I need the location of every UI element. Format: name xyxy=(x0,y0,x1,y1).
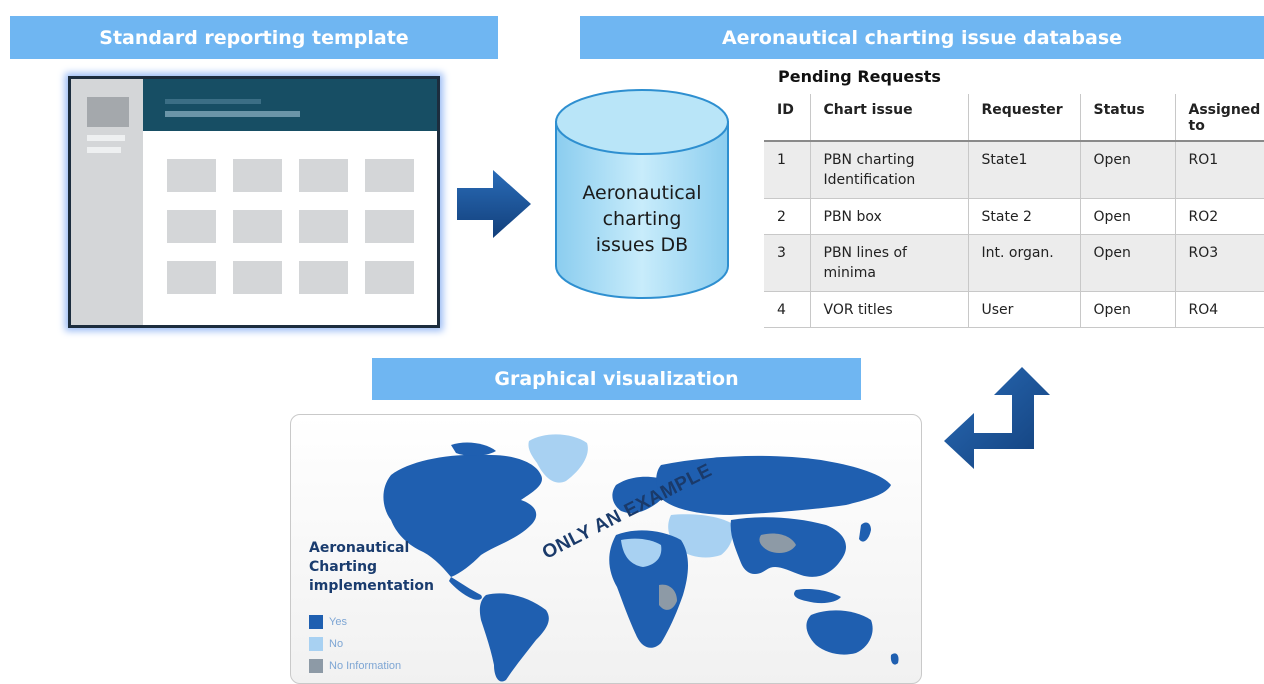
world-map-graphic xyxy=(383,434,899,682)
template-tile xyxy=(299,210,348,243)
cell-requester: State 2 xyxy=(968,198,1081,235)
banner-graphical-visualization: Graphical visualization xyxy=(372,358,861,400)
column-header-chart-issue: Chart issue xyxy=(810,94,969,142)
arrow-right-icon xyxy=(457,170,531,238)
cell-id: 3 xyxy=(764,234,811,292)
table-row: 3 PBN lines of minima Int. organ. Open R… xyxy=(764,234,1264,292)
cell-requester: User xyxy=(968,291,1081,328)
template-header-line xyxy=(165,99,261,104)
template-logo-placeholder xyxy=(87,97,129,127)
template-tile xyxy=(167,159,216,192)
cell-status: Open xyxy=(1080,141,1176,199)
template-tile xyxy=(365,210,414,243)
map-legend-title: Aeronautical Charting implementation xyxy=(309,540,434,594)
column-header-requester: Requester xyxy=(968,94,1081,142)
cell-assigned-to: RO2 xyxy=(1175,198,1264,235)
reporting-template-mockup xyxy=(68,76,440,328)
cell-id: 2 xyxy=(764,198,811,235)
template-tile xyxy=(365,159,414,192)
database-label-line: issues DB xyxy=(595,234,689,256)
column-header-assigned-to: Assigned to xyxy=(1175,94,1264,142)
cell-status: Open xyxy=(1080,198,1176,235)
template-tile xyxy=(167,261,216,294)
cell-chart-issue: PBN charting Identification xyxy=(810,141,969,199)
column-header-id: ID xyxy=(764,94,811,142)
pending-requests-table: ID Chart issue Requester Status Assigned… xyxy=(764,94,1264,328)
template-tile-grid xyxy=(167,159,414,294)
table-header-row: ID Chart issue Requester Status Assigned… xyxy=(764,94,1264,142)
cell-id: 1 xyxy=(764,141,811,199)
legend-swatch xyxy=(309,637,323,651)
template-sidebar xyxy=(71,79,143,325)
cell-assigned-to: RO3 xyxy=(1175,234,1264,292)
cell-id: 4 xyxy=(764,291,811,328)
database-cylinder-icon xyxy=(555,89,729,299)
legend-label: Yes xyxy=(329,616,347,628)
table-row: 4 VOR titles User Open RO4 xyxy=(764,291,1264,328)
template-header-line xyxy=(165,111,300,117)
template-header xyxy=(143,79,437,131)
banner-charting-issue-database: Aeronautical charting issue database xyxy=(580,16,1264,59)
world-map-panel: ONLY AN EXAMPLE Aeronautical Charting im… xyxy=(290,414,922,684)
database-label-line: Aeronautical xyxy=(582,182,702,204)
cell-requester: State1 xyxy=(968,141,1081,199)
cell-assigned-to: RO1 xyxy=(1175,141,1264,199)
template-sidebar-line xyxy=(87,135,125,141)
cell-chart-issue: PBN lines of minima xyxy=(810,234,969,292)
column-header-status: Status xyxy=(1080,94,1176,142)
database-label: Aeronautical charting issues DB xyxy=(562,180,722,258)
legend-swatch xyxy=(309,615,323,629)
legend-label: No xyxy=(329,638,344,650)
legend-item-no: No xyxy=(309,637,343,651)
cell-status: Open xyxy=(1080,234,1176,292)
template-tile xyxy=(233,159,282,192)
legend-swatch xyxy=(309,659,323,673)
template-tile xyxy=(299,159,348,192)
return-arrow-icon xyxy=(944,367,1050,469)
legend-label: No Information xyxy=(329,660,402,672)
database-label-line: charting xyxy=(602,208,682,230)
legend-item-no-information: No Information xyxy=(309,659,401,673)
cell-status: Open xyxy=(1080,291,1176,328)
template-tile xyxy=(365,261,414,294)
pending-requests-title: Pending Requests xyxy=(778,67,941,86)
table-row: 2 PBN box State 2 Open RO2 xyxy=(764,198,1264,235)
banner-standard-reporting-template: Standard reporting template xyxy=(10,16,498,59)
template-tile xyxy=(233,210,282,243)
cell-chart-issue: VOR titles xyxy=(810,291,969,328)
template-tile xyxy=(167,210,216,243)
cell-assigned-to: RO4 xyxy=(1175,291,1264,328)
cell-chart-issue: PBN box xyxy=(810,198,969,235)
template-sidebar-line xyxy=(87,147,121,153)
cell-requester: Int. organ. xyxy=(968,234,1081,292)
table-row: 1 PBN charting Identification State1 Ope… xyxy=(764,141,1264,199)
legend-item-yes: Yes xyxy=(309,615,347,629)
template-tile xyxy=(233,261,282,294)
template-tile xyxy=(299,261,348,294)
